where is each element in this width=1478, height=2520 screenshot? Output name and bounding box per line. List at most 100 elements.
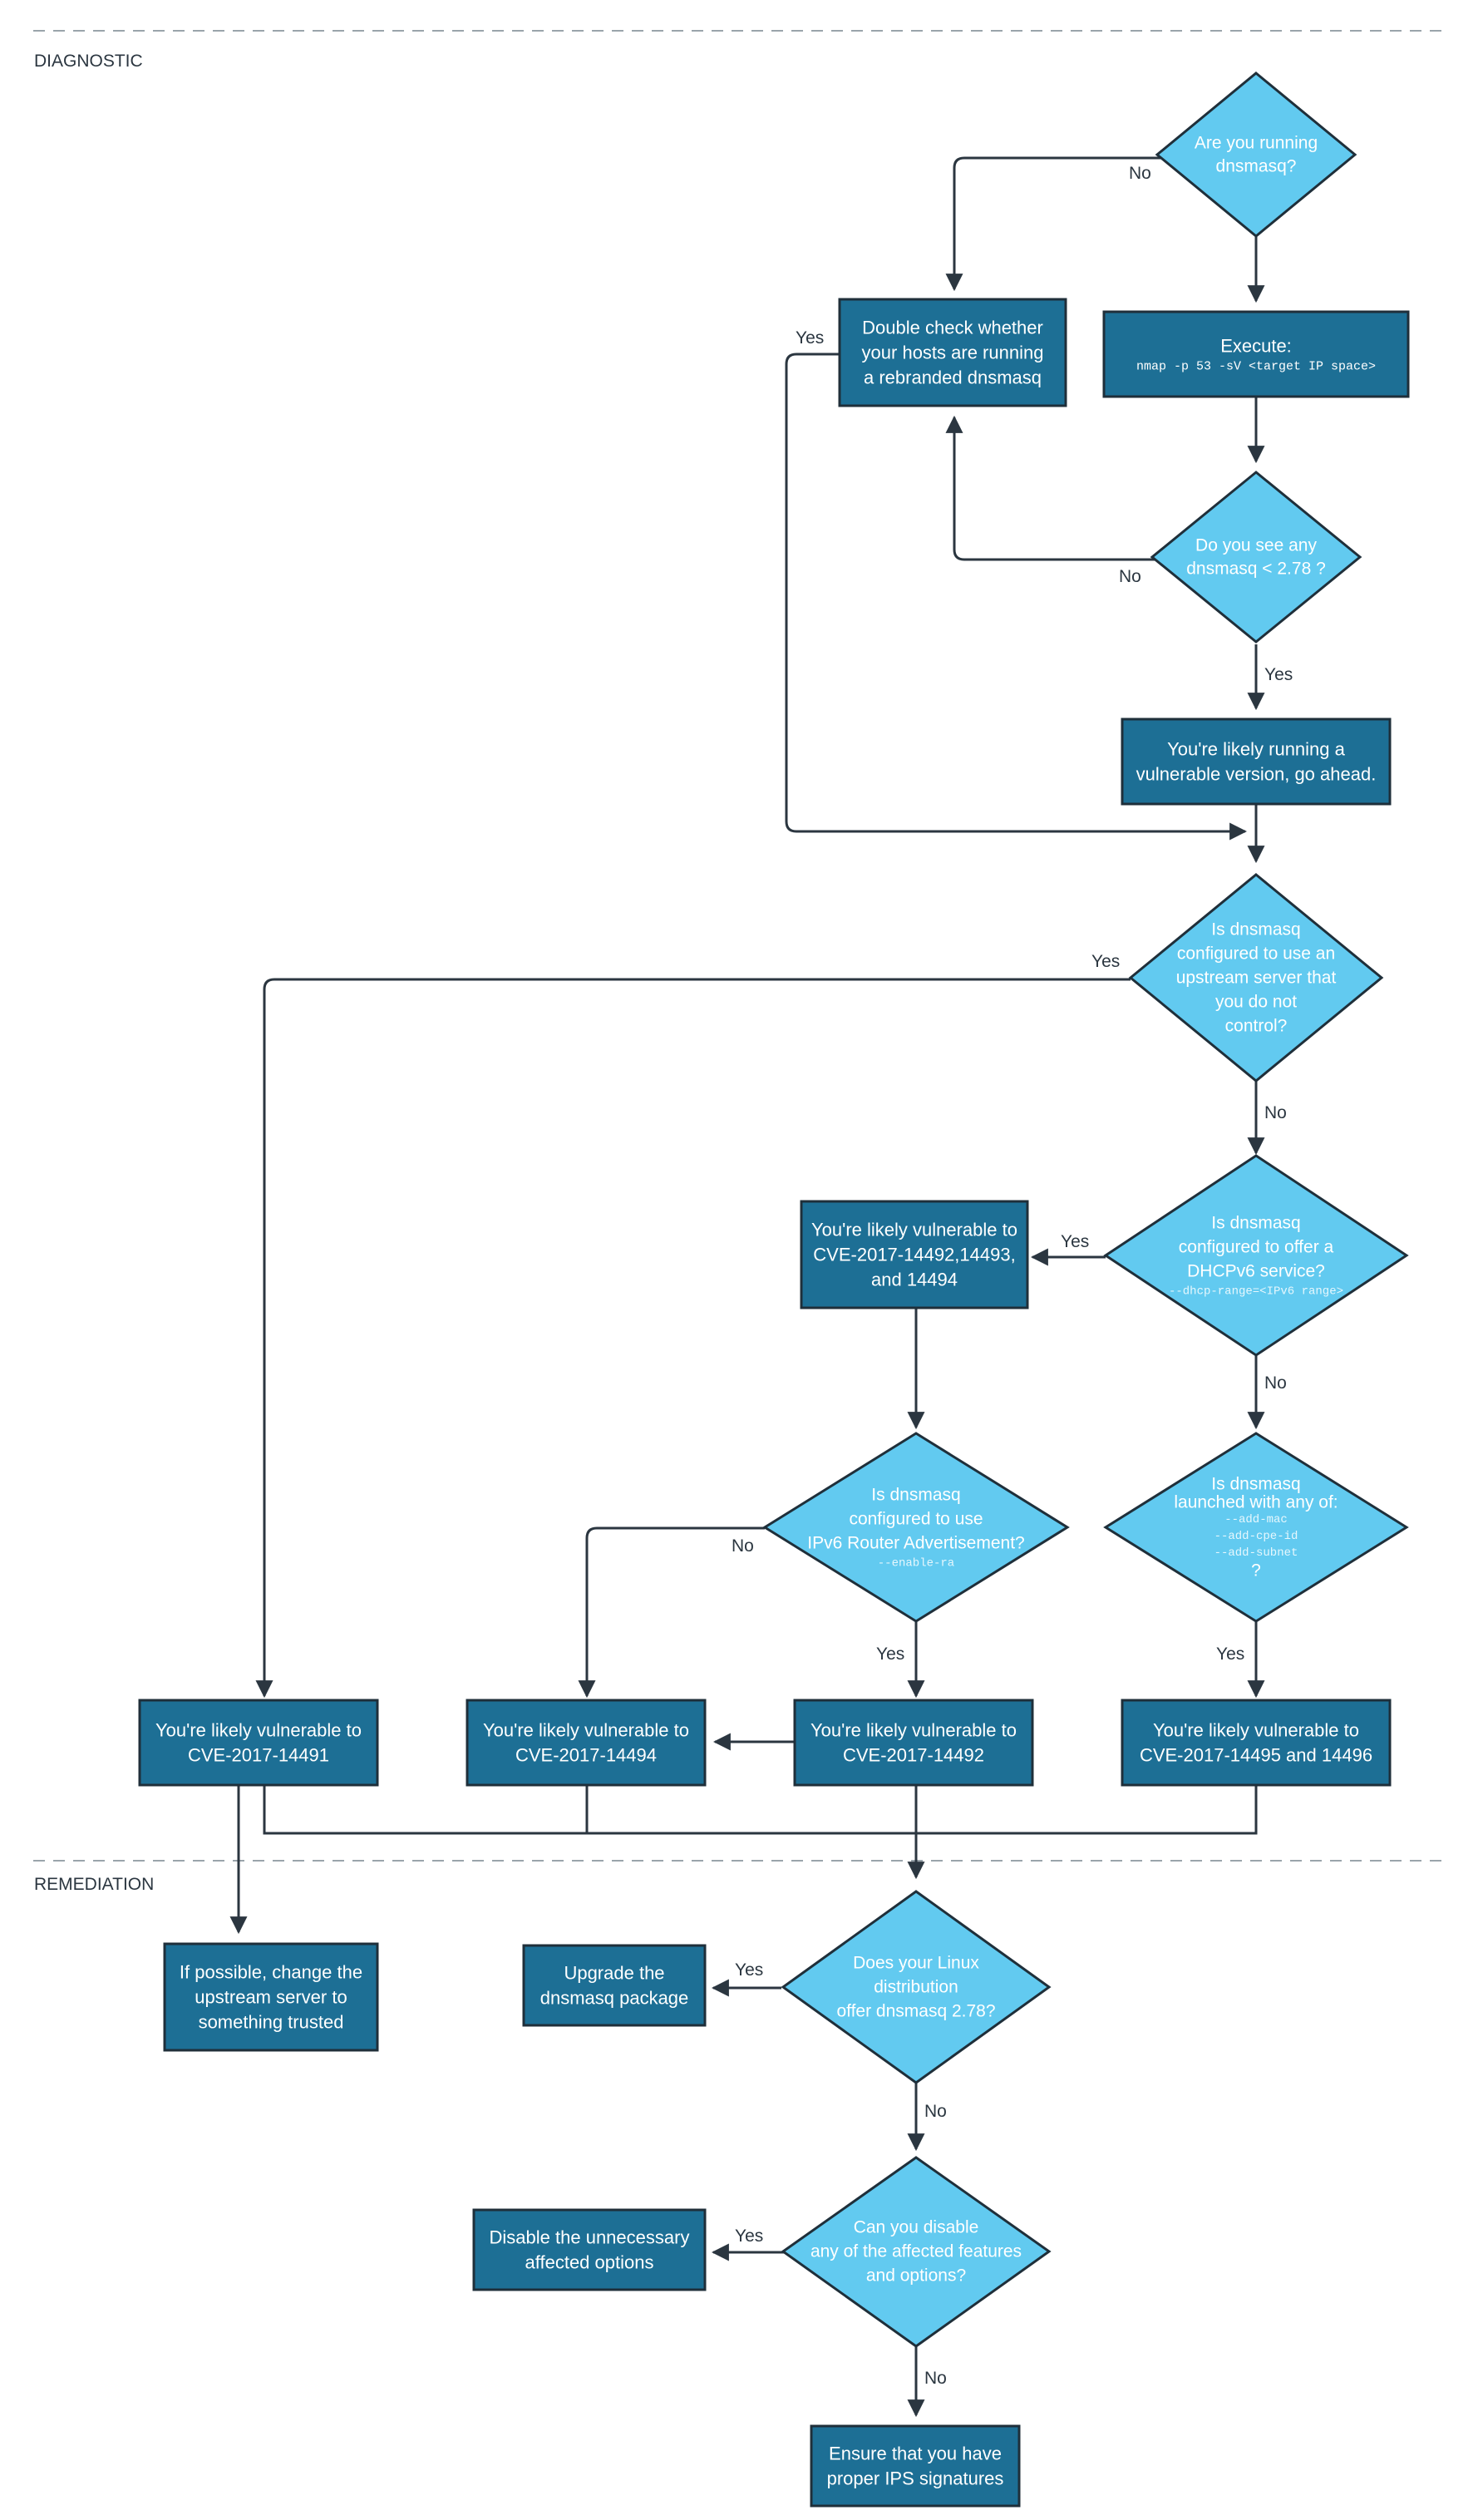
text-q-upstream: Is dnsmasq configured to use an upstream s… bbox=[1176, 920, 1337, 1036]
label-ra-yes: Yes bbox=[876, 1645, 904, 1664]
text-q-distribution: Does your Linux distribution offer dnsmasq… bbox=[836, 1954, 995, 2021]
node-line-3: you do not bbox=[1215, 993, 1297, 1012]
box-cve-14495-6 bbox=[1121, 1699, 1392, 1787]
node-line-2: offer dnsmasq 2.78? bbox=[836, 2002, 995, 2021]
box-upgrade bbox=[522, 1944, 707, 2027]
node-line-0: Double check whether bbox=[862, 318, 1043, 338]
node-line-0: Does your Linux bbox=[853, 1954, 979, 1973]
node-line-0: You're likely vulnerable to bbox=[811, 1220, 1017, 1240]
node-line-1: any of the affected features bbox=[810, 2242, 1022, 2261]
node-line-1: configured to offer a bbox=[1179, 1238, 1334, 1257]
node-line-1: CVE-2017-14495 and 14496 bbox=[1140, 1745, 1372, 1766]
text-box-cve-14492: You're likely vulnerable to CVE-2017-1449… bbox=[810, 1720, 1017, 1766]
node-line-1: distribution bbox=[874, 1978, 958, 1997]
node-line-0: Ensure that you have bbox=[829, 2444, 1002, 2464]
label-disable-yes: Yes bbox=[735, 2227, 763, 2246]
text-box-cve-14494: You're likely vulnerable to CVE-2017-1449… bbox=[483, 1720, 689, 1766]
node-shapes bbox=[138, 72, 1410, 2508]
diamond-ra bbox=[762, 1432, 1070, 1623]
edge-collector bbox=[263, 1785, 1258, 1835]
node-line-1: configured to use an bbox=[1177, 944, 1335, 964]
text-box-cve-14492-3-4: You're likely vulnerable toCVE-2017-1449… bbox=[811, 1220, 1017, 1290]
node-line-1: proper IPS signatures bbox=[827, 2468, 1004, 2489]
node-line-1: your hosts are running bbox=[862, 343, 1044, 363]
node-option-3: --add-cpe-id bbox=[1214, 1530, 1298, 1543]
label-distribution-yes: Yes bbox=[735, 1960, 763, 1980]
diamond-launched bbox=[1103, 1432, 1409, 1623]
node-line-5: ? bbox=[1251, 1561, 1261, 1581]
box-likely-running bbox=[1121, 718, 1392, 806]
node-line-0: Is dnsmasq bbox=[1211, 920, 1300, 939]
diamond-version bbox=[1150, 471, 1362, 644]
node-line-1: CVE-2017-14494 bbox=[515, 1745, 657, 1766]
node-option-1: nmap -p 53 -sV <target IP space> bbox=[1136, 360, 1376, 374]
box-cve-14494 bbox=[466, 1699, 707, 1787]
node-line-2: IPv6 Router Advertisement? bbox=[807, 1534, 1024, 1553]
label-version-yes: Yes bbox=[1264, 665, 1293, 684]
text-box-change-upstream: If possible, change the upstream server t… bbox=[180, 1962, 362, 2033]
label-launched-yes: Yes bbox=[1216, 1645, 1244, 1664]
diamond-distribution bbox=[781, 1890, 1052, 2084]
node-option-3: --enable-ra bbox=[878, 1557, 954, 1571]
edge-labels: No Yes No Yes Yes No Yes No No Yes Yes Y… bbox=[732, 164, 1293, 2388]
label-running-no: No bbox=[1129, 164, 1151, 183]
node-line-0: You're likely vulnerable to bbox=[483, 1720, 689, 1741]
remediation-section-label: REMEDIATION bbox=[34, 1875, 154, 1894]
box-cve-14492-3-4 bbox=[800, 1200, 1029, 1309]
node-line-0: Do you see any bbox=[1195, 536, 1317, 555]
section-dividers: DIAGNOSTIC REMEDIATION bbox=[33, 30, 1446, 1894]
node-line-2: and 14494 bbox=[871, 1270, 958, 1290]
label-version-no: No bbox=[1119, 567, 1141, 586]
node-line-2: and options? bbox=[866, 2266, 966, 2286]
edge-version-no bbox=[945, 415, 1155, 561]
text-box-upgrade: Upgrade the dnsmasq package bbox=[540, 1963, 689, 2009]
text-box-cve-14495-6: You're likely vulnerable to CVE-2017-1449… bbox=[1140, 1720, 1372, 1766]
edge-running-no bbox=[945, 156, 1160, 292]
node-line-1: affected options bbox=[525, 2252, 654, 2273]
label-dhcpv6-yes: Yes bbox=[1061, 1232, 1089, 1251]
node-line-0: Disable the unnecessary bbox=[490, 2227, 690, 2248]
node-line-0: Upgrade the bbox=[564, 1963, 664, 1984]
label-double-check-yes: Yes bbox=[796, 328, 824, 348]
node-line-1: upstream server to bbox=[195, 1987, 347, 2008]
node-line-1: dnsmasq? bbox=[1216, 157, 1297, 176]
edge-double-check-yes bbox=[785, 353, 1248, 841]
node-line-2: upstream server that bbox=[1176, 969, 1337, 988]
box-change-upstream bbox=[163, 1942, 379, 2052]
node-option-4: --add-subnet bbox=[1214, 1546, 1298, 1560]
text-box-execute: Execute: nmap -p 53 -sV <target IP space> bbox=[1136, 336, 1376, 374]
text-box-cve-14491: You're likely vulnerable toCVE-2017-1449… bbox=[155, 1720, 362, 1766]
box-execute bbox=[1102, 310, 1410, 398]
node-line-4: control? bbox=[1225, 1017, 1288, 1036]
node-line-0: You're likely vulnerable to bbox=[1153, 1720, 1359, 1741]
node-line-1: vulnerable version, go ahead. bbox=[1136, 764, 1377, 785]
label-dhcpv6-no: No bbox=[1264, 1373, 1287, 1393]
diamond-dhcpv6 bbox=[1103, 1154, 1409, 1357]
node-line-0: If possible, change the bbox=[180, 1962, 362, 1983]
node-line-1: CVE-2017-14492 bbox=[843, 1745, 984, 1766]
label-ra-no: No bbox=[732, 1536, 754, 1556]
edge-ra-no bbox=[578, 1526, 765, 1699]
node-line-0: Is dnsmasq bbox=[1211, 1214, 1300, 1233]
label-upstream-no: No bbox=[1264, 1103, 1287, 1122]
label-disable-no: No bbox=[924, 2369, 947, 2388]
node-line-0: You're likely vulnerable to bbox=[810, 1720, 1017, 1741]
box-ips bbox=[810, 2424, 1021, 2508]
diagnostic-section-label: DIAGNOSTIC bbox=[34, 52, 143, 71]
box-cve-14491 bbox=[138, 1699, 379, 1787]
node-line-1: dnsmasq package bbox=[540, 1988, 689, 2009]
box-double-check bbox=[838, 298, 1067, 407]
node-line-0: Execute: bbox=[1220, 336, 1292, 357]
box-disable bbox=[472, 2208, 707, 2291]
box-cve-14492 bbox=[793, 1699, 1034, 1787]
node-line-0: Is dnsmasq bbox=[871, 1486, 960, 1505]
node-line-0: You're likely running a bbox=[1167, 739, 1346, 760]
node-line-2: a rebranded dnsmasq bbox=[864, 367, 1042, 388]
